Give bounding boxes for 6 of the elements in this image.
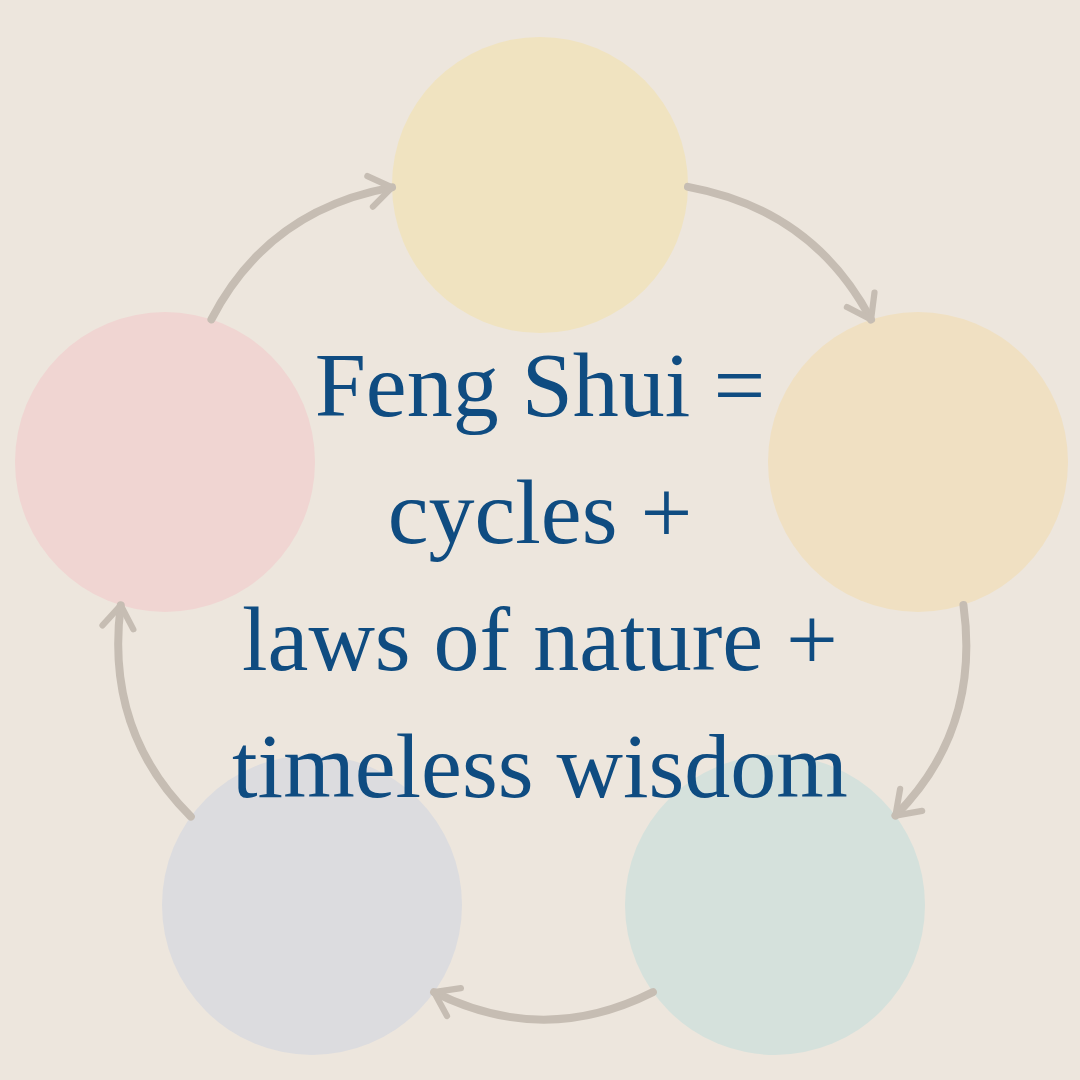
curved-arrow: [430, 984, 657, 1024]
curved-arrow: [891, 600, 971, 820]
curved-arrow: [207, 173, 396, 324]
curved-arrow: [100, 601, 195, 821]
curved-arrow: [684, 182, 877, 324]
title: Feng Shui = cycles + laws of nature + timeless wisdom: [231, 333, 849, 819]
